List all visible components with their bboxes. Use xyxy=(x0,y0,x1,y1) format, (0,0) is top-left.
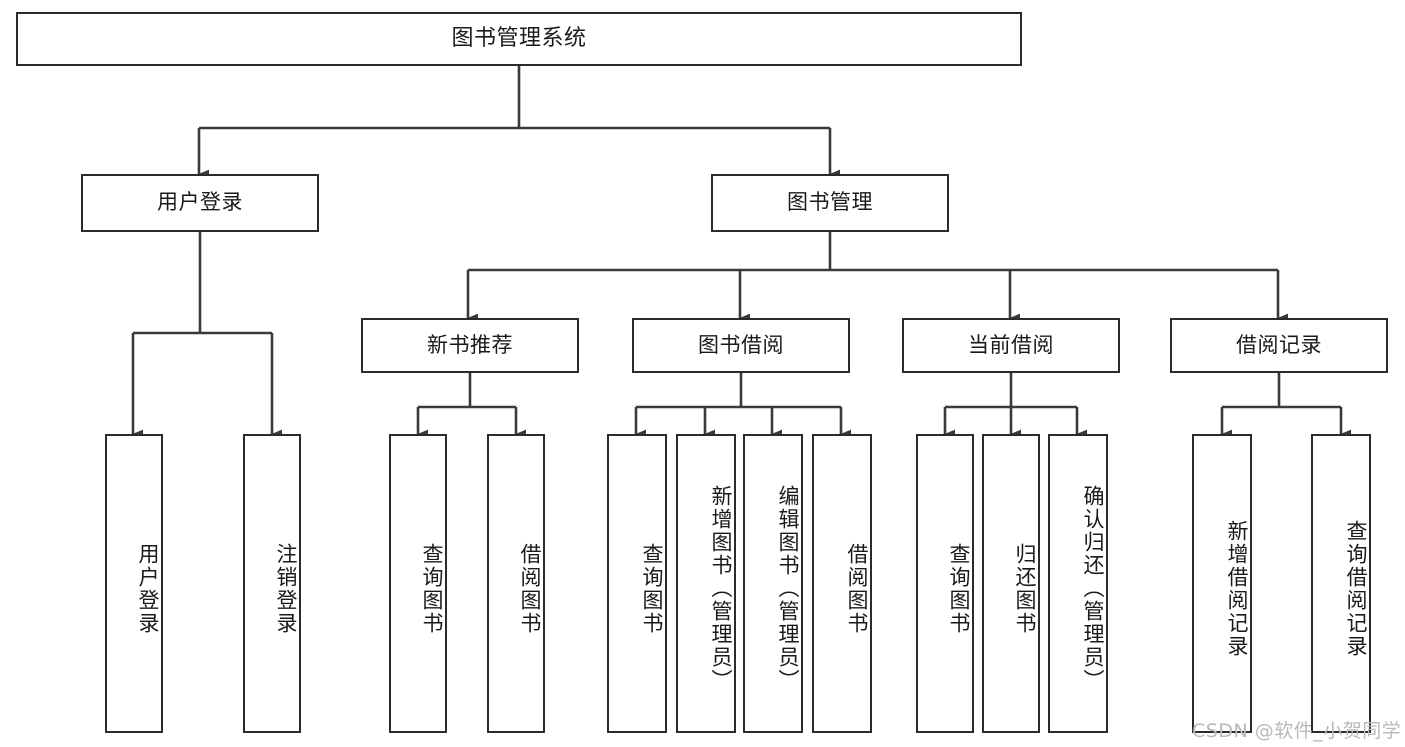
node-leaf-9[interactable]: 归还图书 xyxy=(982,434,1040,733)
node-level3-1[interactable]: 图书借阅 xyxy=(632,318,850,373)
node-label: 编辑图书（管理员） xyxy=(776,485,800,692)
node-label: 图书借阅 xyxy=(698,332,784,357)
node-label: 借阅图书 xyxy=(845,542,869,635)
node-leaf-7[interactable]: 借阅图书 xyxy=(812,434,872,733)
node-leaf-8[interactable]: 查询图书 xyxy=(916,434,974,733)
node-label: 当前借阅 xyxy=(968,332,1054,357)
node-label: 注销登录 xyxy=(274,542,298,635)
node-label: 新增图书（管理员） xyxy=(709,485,733,692)
node-level3-0[interactable]: 新书推荐 xyxy=(361,318,579,373)
node-leaf-3[interactable]: 借阅图书 xyxy=(487,434,545,733)
node-label: 查询图书 xyxy=(947,542,971,635)
node-leaf-11[interactable]: 新增借阅记录 xyxy=(1192,434,1252,733)
node-leaf-12[interactable]: 查询借阅记录 xyxy=(1311,434,1371,733)
node-label: 用户登录 xyxy=(136,542,160,635)
node-label: 确认归还（管理员） xyxy=(1081,485,1105,692)
node-label: 查询借阅记录 xyxy=(1344,519,1368,658)
node-label: 图书管理 xyxy=(787,190,873,215)
node-label: 用户登录 xyxy=(157,190,243,215)
node-leaf-5[interactable]: 新增图书（管理员） xyxy=(676,434,736,733)
node-label: 借阅图书 xyxy=(518,542,542,635)
node-leaf-4[interactable]: 查询图书 xyxy=(607,434,667,733)
node-leaf-0[interactable]: 用户登录 xyxy=(105,434,163,733)
node-leaf-6[interactable]: 编辑图书（管理员） xyxy=(743,434,803,733)
node-leaf-2[interactable]: 查询图书 xyxy=(389,434,447,733)
node-label: 归还图书 xyxy=(1013,542,1037,635)
node-level3-3[interactable]: 借阅记录 xyxy=(1170,318,1388,373)
node-label: 借阅记录 xyxy=(1236,332,1322,357)
node-label: 图书管理系统 xyxy=(451,25,587,51)
node-level3-2[interactable]: 当前借阅 xyxy=(902,318,1120,373)
node-leaf-10[interactable]: 确认归还（管理员） xyxy=(1048,434,1108,733)
node-label: 新增借阅记录 xyxy=(1225,519,1249,658)
node-label: 查询图书 xyxy=(640,542,664,635)
node-leaf-1[interactable]: 注销登录 xyxy=(243,434,301,733)
node-label: 新书推荐 xyxy=(427,332,513,357)
node-level2-1[interactable]: 图书管理 xyxy=(711,174,949,232)
node-label: 查询图书 xyxy=(420,542,444,635)
node-level2-0[interactable]: 用户登录 xyxy=(81,174,319,232)
node-root-system[interactable]: 图书管理系统 xyxy=(16,12,1022,66)
